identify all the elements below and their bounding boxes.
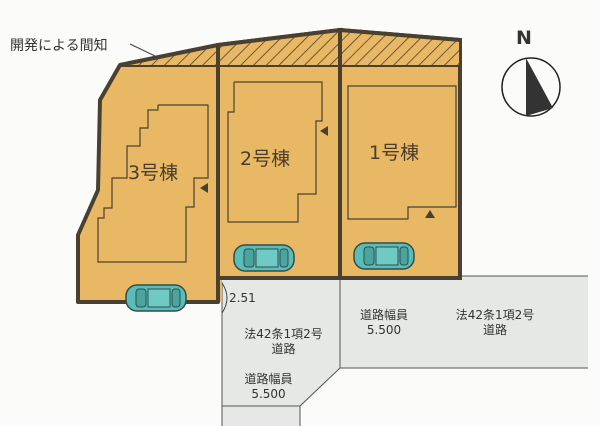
setback-label: 開発による間知 <box>10 38 108 54</box>
entrance-1-icon <box>425 210 435 218</box>
lot-3-label: 3号棟 <box>128 162 179 184</box>
road-left-width: 道路幅員 5.500 <box>244 372 293 401</box>
road-right-width: 道路幅員 5.500 <box>359 308 408 337</box>
north-label: N <box>516 27 532 49</box>
entrance-3-icon <box>200 183 208 193</box>
building-1-outline <box>347 85 457 220</box>
building-3-outline <box>97 104 209 263</box>
road-area <box>221 275 588 426</box>
lot-1-label: 1号棟 <box>369 142 420 164</box>
road-right-type: 法42条1項2号 道路 <box>455 308 535 337</box>
road-left-type: 法42条1項2号 道路 <box>244 327 323 356</box>
lot-2-label: 2号棟 <box>240 148 291 170</box>
entrance-2-icon <box>320 126 328 136</box>
building-2-outline <box>227 81 323 223</box>
compass <box>501 57 561 117</box>
road-width-small: 2.51 <box>229 291 256 305</box>
